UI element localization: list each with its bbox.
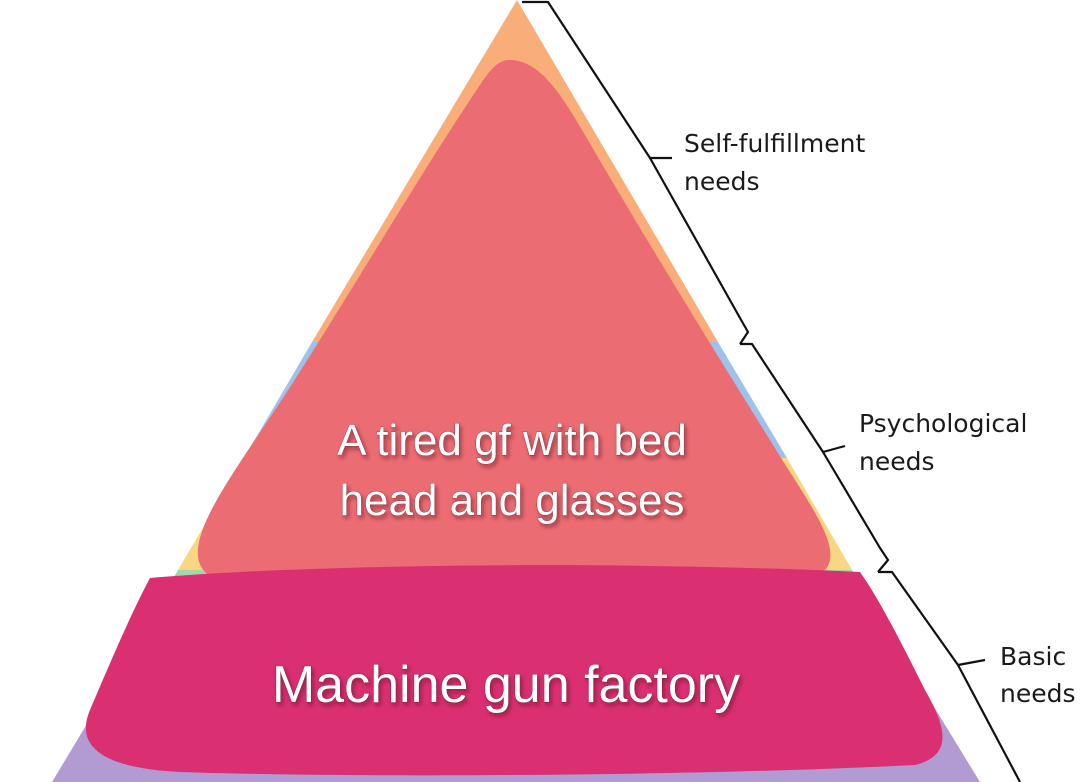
painted-overlay-lower	[85, 565, 943, 776]
painted-overlay-upper	[197, 59, 831, 586]
label-basic-line1: Basic	[1000, 642, 1066, 671]
overlay-text-lower: Machine gun factory	[272, 656, 740, 714]
overlay-text-upper-line1: A tired gf with bed	[337, 416, 687, 465]
label-self-fulfillment-line2: needs	[684, 167, 760, 196]
bracket-self-fulfillment	[522, 0, 750, 345]
bracket-basic	[878, 570, 1021, 782]
overlay-text-upper-line2: head and glasses	[340, 476, 685, 525]
bracket-psychological	[740, 342, 890, 573]
label-basic-line2: needs	[1000, 679, 1076, 708]
label-self-fulfillment-line1: Self-fulfillment	[684, 129, 865, 158]
category-brackets	[522, 0, 1021, 782]
label-psychological-line2: needs	[859, 447, 935, 476]
label-psychological-line1: Psychological	[859, 409, 1027, 438]
